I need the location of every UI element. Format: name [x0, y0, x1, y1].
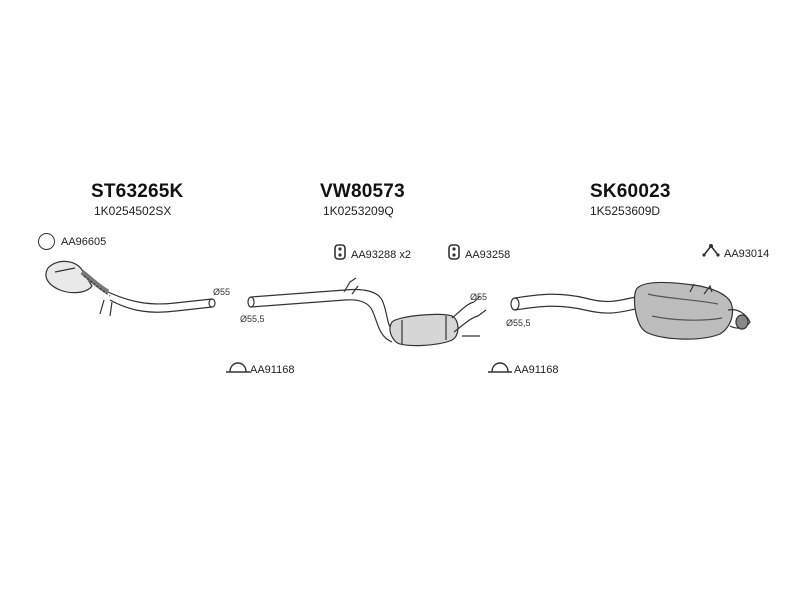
section-code-front: ST63265K [91, 181, 184, 202]
part-clamp-right-label: AA91168 [514, 364, 559, 376]
dim-mid-out: Ø55 [470, 292, 488, 302]
middle-pipe-assembly [247, 277, 487, 347]
clamp-left-icon [226, 362, 250, 373]
dim-front-out: Ø55 [213, 287, 231, 297]
section-code-rear: SK60023 [590, 181, 671, 202]
part-ring-label: AA96605 [61, 236, 107, 248]
rear-pipe-assembly [510, 281, 751, 340]
section-oe-rear: 1K5253609D [590, 204, 661, 218]
part-hanger-b-label: AA93258 [465, 249, 511, 261]
clamp-right-icon [488, 362, 512, 373]
bracket-icon [702, 244, 720, 257]
part-hanger-a-label: AA93288 x2 [351, 249, 411, 261]
front-pipe-assembly [45, 260, 216, 317]
part-clamp-left-label: AA91168 [250, 364, 295, 376]
section-oe-middle: 1K0253209Q [323, 204, 394, 218]
dim-mid-in: Ø55,5 [240, 314, 265, 324]
hanger-b-icon [448, 244, 460, 260]
dim-rear-in: Ø55,5 [506, 318, 531, 328]
section-oe-front: 1K0254502SX [94, 204, 172, 218]
hanger-a-icon [334, 244, 346, 260]
part-bracket-label: AA93014 [724, 248, 770, 260]
section-code-middle: VW80573 [320, 181, 405, 202]
ring-icon [38, 233, 55, 250]
